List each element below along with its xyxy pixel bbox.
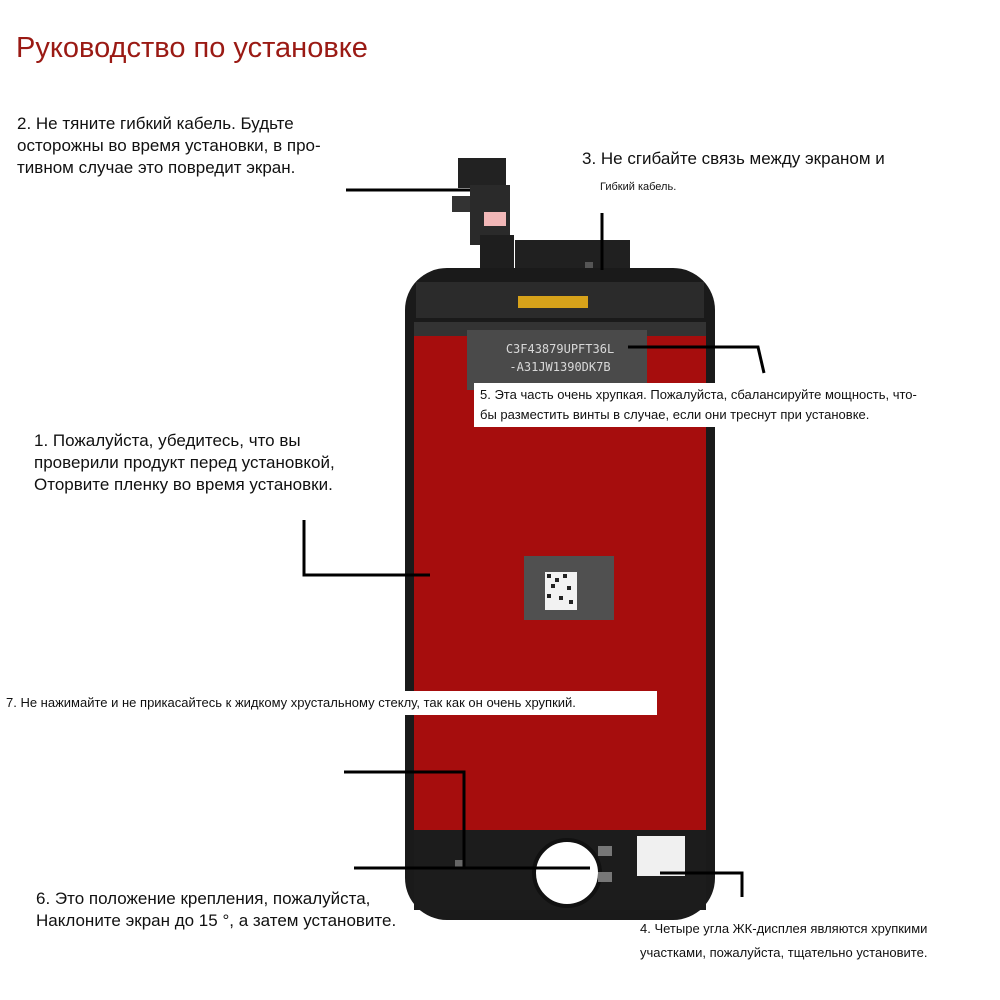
note-7-do-not-press: 7. Не нажимайте и не прикасайтесь к жидк… — [0, 691, 657, 715]
label-code-line-2: -A31JW1390DK7B — [509, 360, 611, 374]
page-title: Руководство по установке — [16, 32, 368, 64]
note-6-mount-position: 6. Это положение крепления, пожалуйста, … — [36, 888, 397, 932]
note-5-fragile-part: 5. Эта часть очень хрупкая. Пожалуйста, … — [474, 383, 991, 427]
label-code-line-1: C3F43879UPFT36L — [505, 342, 615, 356]
note-2-flex-cable: 2. Не тяните гибкий кабель. Будьте остор… — [17, 114, 321, 177]
note-3-bend-connection: 3. Не сгибайте связь между экраном и — [582, 149, 885, 168]
product-label: C3F43879UPFT36L -A31JW1390DK7B — [480, 340, 640, 376]
note-3-subtext: Гибкий кабель. — [600, 181, 677, 193]
note-4-fragile-corners: 4. Четыре угла ЖК-дисплея являются хрупк… — [640, 921, 928, 960]
note-1-check-product: 1. Пожалуйста, убедитесь, что вы провери… — [34, 431, 335, 494]
